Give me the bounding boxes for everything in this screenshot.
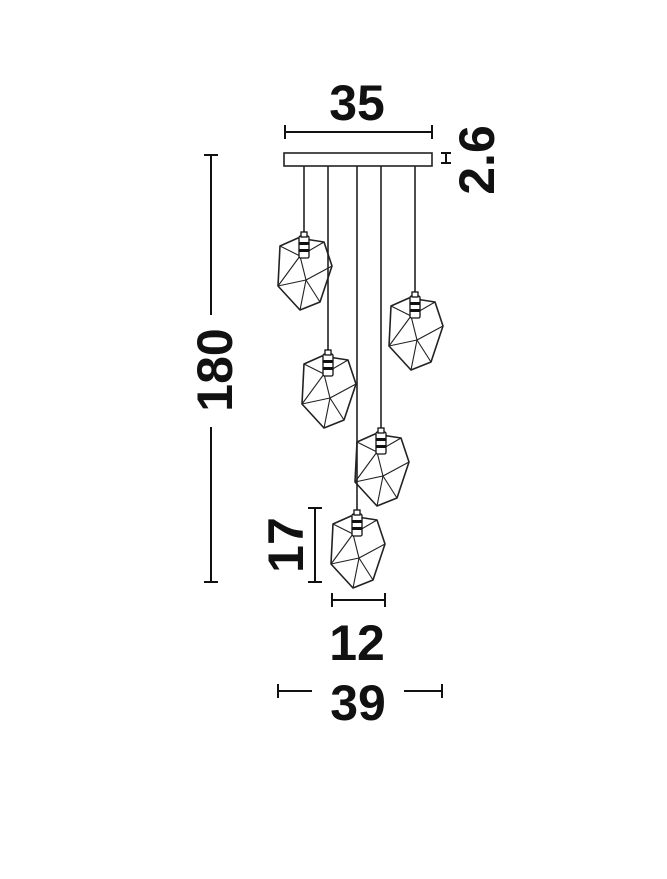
pendant-shade-5 — [388, 291, 444, 371]
ceiling-canopy — [283, 152, 433, 167]
total-width-dimension: 39 — [277, 675, 443, 731]
shade-height-dimension: 17 — [258, 507, 322, 583]
suspension-wires — [303, 166, 416, 512]
pendant-shade-4 — [354, 427, 410, 507]
shade-width-dimension: 12 — [329, 593, 386, 671]
total-height-dimension: 180 — [186, 154, 243, 583]
canopy-width-label: 35 — [329, 75, 385, 131]
canopy-width-dimension: 35 — [284, 75, 433, 139]
pendant-shade-3 — [330, 509, 386, 589]
total-width-label: 39 — [330, 675, 386, 731]
pendant-shade-1 — [277, 231, 333, 311]
shade-height-label: 17 — [258, 517, 314, 573]
canopy-height-dimension: 2.6 — [441, 125, 505, 195]
pendant-shade-2 — [301, 349, 357, 429]
shade-width-label: 12 — [329, 615, 385, 671]
total-height-label: 180 — [187, 328, 243, 411]
canopy-height-label: 2.6 — [449, 125, 505, 195]
